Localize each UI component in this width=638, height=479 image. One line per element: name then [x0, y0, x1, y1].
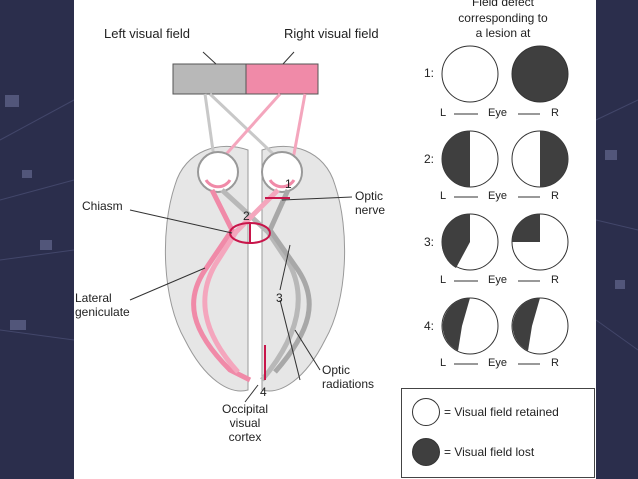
- lesion-number-4: 4: [260, 385, 267, 399]
- eye-L-4: L: [440, 357, 447, 369]
- right-field-box: [245, 63, 319, 95]
- legend-lost: = Visual field lost: [412, 438, 534, 466]
- legend-lost-label: = Visual field lost: [444, 445, 535, 459]
- lesion-number-2: 2: [243, 209, 250, 223]
- eye-mid-3: Eye: [488, 274, 507, 286]
- optic-radiations-label-1: Optic: [322, 363, 351, 377]
- chiasm-label: Chiasm: [82, 199, 123, 213]
- occipital-label-3: cortex: [228, 430, 262, 444]
- legend-box: = Visual field retained = Visual field l…: [401, 388, 595, 478]
- optic-radiations-label-2: radiations: [322, 377, 375, 391]
- row1-left-eye: [441, 45, 499, 103]
- optic-nerve-label-2: nerve: [355, 203, 386, 217]
- legend-lost-circle: [412, 438, 440, 466]
- eye-R-1: R: [551, 107, 559, 119]
- defect-header-line2: corresponding to: [458, 11, 548, 25]
- defect-number-2: 2:: [424, 152, 435, 166]
- defect-header-line3: a lesion at: [475, 26, 531, 40]
- eye-R-3: R: [551, 274, 559, 286]
- eye-mid-4: Eye: [488, 357, 507, 369]
- optic-nerve-label-1: Optic: [355, 189, 384, 203]
- eye-L-2: L: [440, 190, 447, 202]
- lateral-geniculate-label-1: Lateral: [75, 291, 112, 305]
- defect-number-4: 4:: [424, 319, 435, 333]
- left-field-label: Left visual field: [104, 26, 190, 41]
- eye-R-2: R: [551, 190, 559, 202]
- occipital-label-2: visual: [229, 416, 261, 430]
- eye-mid-2: Eye: [488, 190, 507, 202]
- eye-L-1: L: [440, 107, 447, 119]
- lesion-number-3: 3: [276, 291, 283, 305]
- defect-number-1: 1:: [424, 66, 435, 80]
- right-field-label: Right visual field: [284, 26, 379, 41]
- row1-right-eye: [511, 45, 569, 103]
- defect-number-3: 3:: [424, 235, 435, 249]
- eye-L-3: L: [440, 274, 447, 286]
- eye-R-4: R: [551, 357, 559, 369]
- occipital-label-1: Occipital: [221, 402, 268, 416]
- legend-retained: = Visual field retained: [412, 398, 559, 426]
- legend-retained-label: = Visual field retained: [444, 405, 559, 419]
- eye-mid-1: Eye: [488, 107, 507, 119]
- left-field-box: [172, 63, 247, 95]
- lesion-number-1: 1: [285, 177, 292, 191]
- legend-retained-circle: [412, 398, 440, 426]
- defect-header-line1: Field defect: [471, 0, 535, 9]
- field-defect-panel: [441, 45, 569, 365]
- lateral-geniculate-label-2: geniculate: [75, 305, 130, 319]
